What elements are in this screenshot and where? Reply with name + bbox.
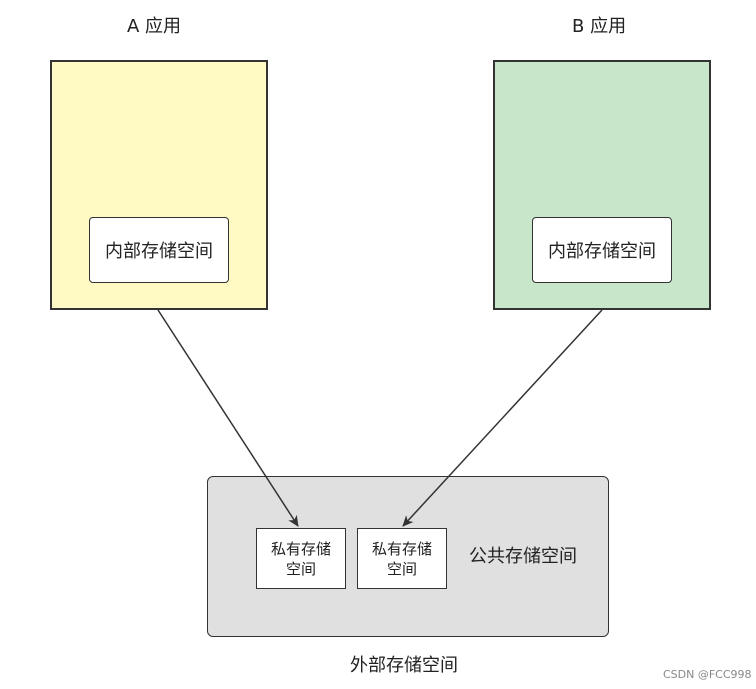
external-storage-label: 外部存储空间 — [350, 655, 458, 676]
private-label-line1: 私有存储 — [371, 539, 432, 558]
app-a-internal-storage: 内部存储空间 — [89, 217, 229, 283]
app-a-title: A 应用 — [127, 16, 182, 37]
private-label-line1: 私有存储 — [270, 539, 331, 558]
app-b-private-storage: 私有存储 空间 — [357, 528, 447, 589]
public-storage-label: 公共存储空间 — [469, 546, 577, 567]
private-label-line2: 空间 — [386, 559, 417, 578]
private-label-line2: 空间 — [285, 559, 316, 578]
arrow-b-to-private — [402, 309, 603, 527]
watermark: CSDN @FCC998 — [663, 668, 752, 681]
arrow-a-to-private — [157, 309, 299, 527]
app-b-title: B 应用 — [572, 16, 627, 37]
app-b-internal-storage: 内部存储空间 — [532, 217, 672, 283]
app-a-private-storage: 私有存储 空间 — [256, 528, 346, 589]
